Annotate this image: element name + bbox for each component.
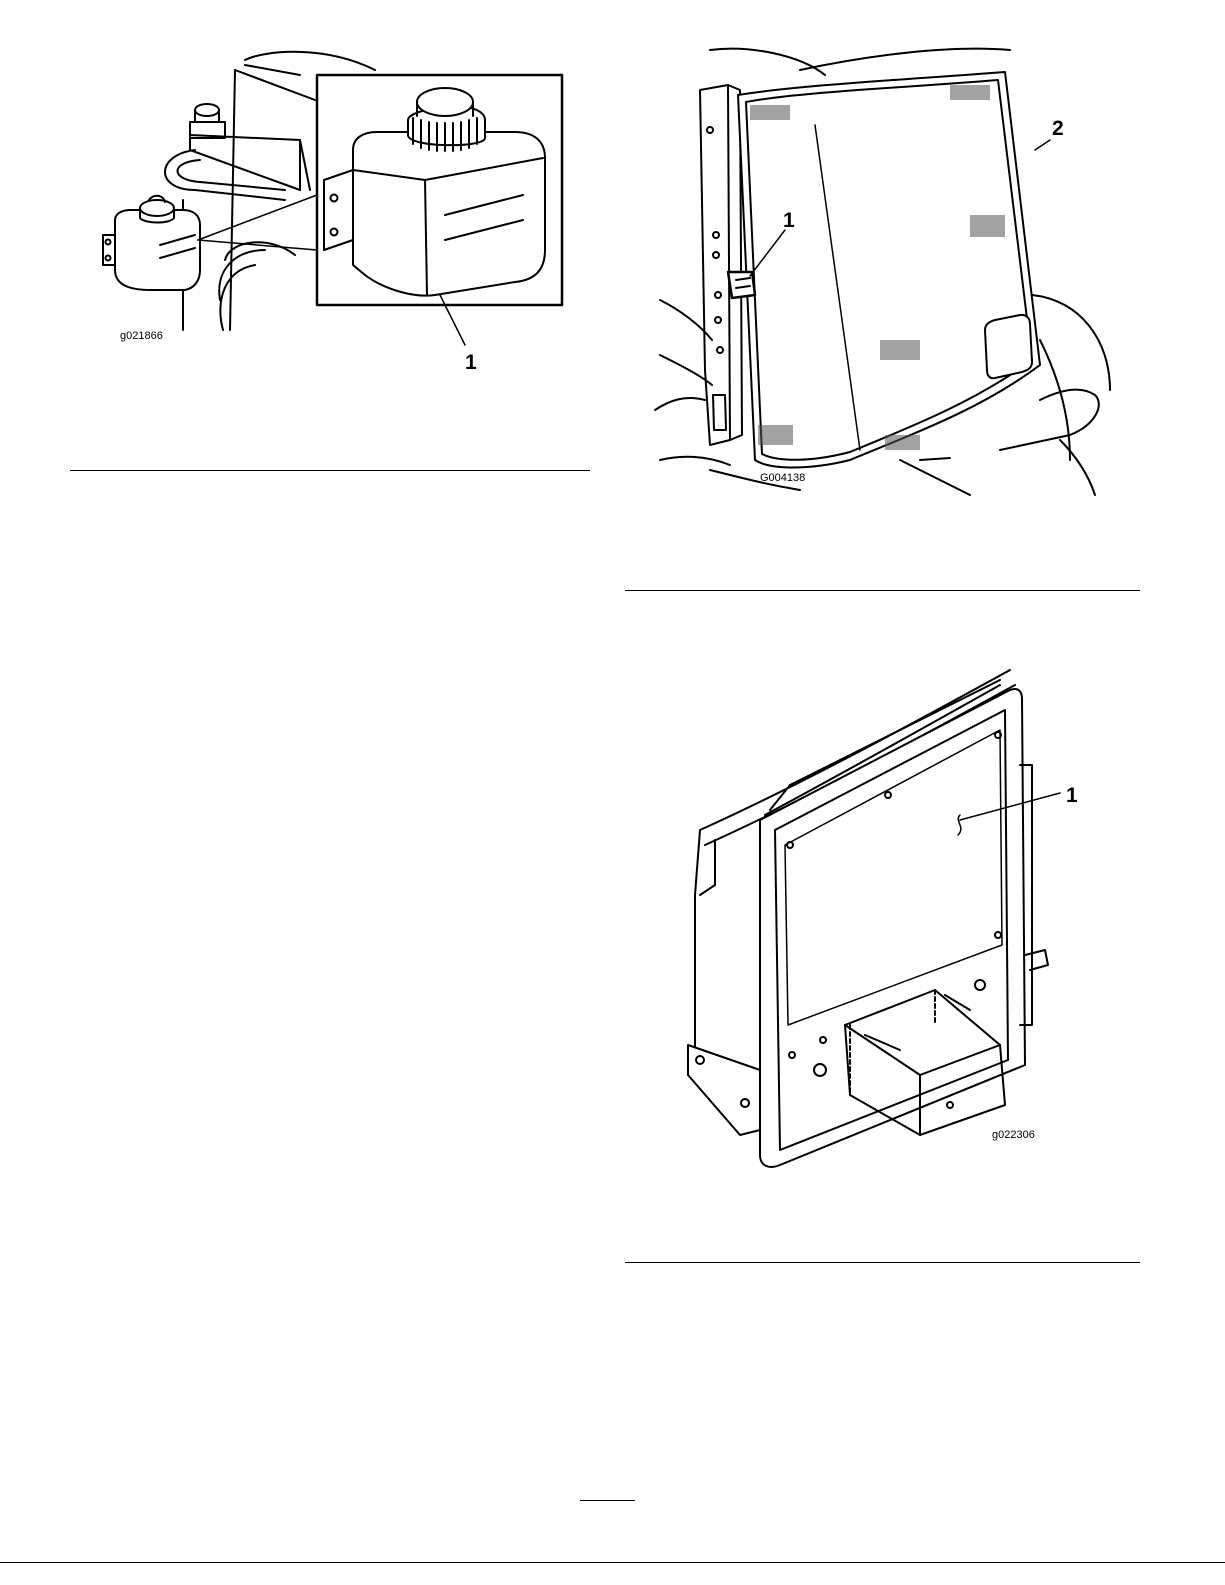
figure-id-label: G004138 xyxy=(760,472,805,484)
rear-screen-illustration-icon xyxy=(650,40,1120,500)
figure-separator xyxy=(70,470,590,471)
page-footer-rule xyxy=(0,1562,1225,1563)
screen-frame-illustration-icon xyxy=(680,665,1110,1175)
callout-number: 1 xyxy=(783,210,795,231)
callout-number: 2 xyxy=(1052,118,1064,139)
callout-number: 1 xyxy=(465,352,477,373)
page-number-line xyxy=(580,1500,635,1501)
figure-id-label: g022306 xyxy=(992,1129,1035,1141)
figure-separator xyxy=(625,590,1140,591)
callout-number: 1 xyxy=(1066,785,1078,806)
figure-rear-screen: G004138 1 2 xyxy=(650,40,1120,500)
figure-separator xyxy=(625,1262,1140,1263)
reservoir-illustration-icon xyxy=(95,40,565,380)
figure-reservoir: g021866 1 xyxy=(95,40,565,380)
figure-id-label: g021866 xyxy=(120,330,163,342)
figure-screen-frame: g022306 1 xyxy=(680,665,1110,1175)
